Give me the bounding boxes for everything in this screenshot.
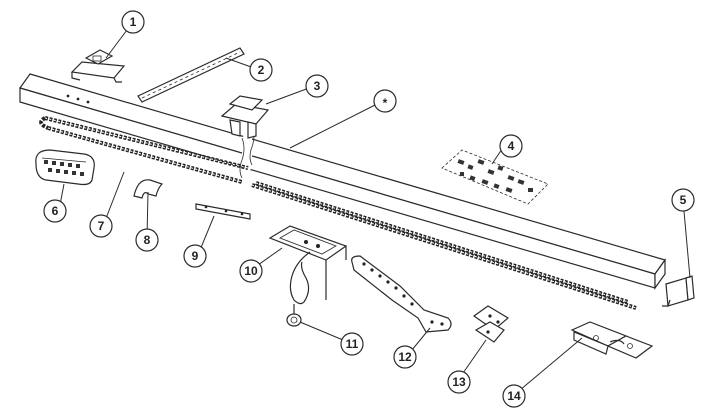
svg-text:2: 2 xyxy=(258,63,265,77)
part-9-slotted-bar xyxy=(195,203,251,220)
svg-text:9: 9 xyxy=(192,249,199,263)
callout-star: * xyxy=(373,89,397,113)
svg-text:4: 4 xyxy=(508,139,515,153)
svg-text:*: * xyxy=(383,96,388,110)
svg-text:1: 1 xyxy=(130,15,137,29)
part-1-header-bracket xyxy=(70,49,126,83)
part-6-sprocket-housing xyxy=(35,149,95,186)
part-2-perforated-strap xyxy=(137,47,245,103)
callout-9: 9 xyxy=(183,244,207,268)
svg-text:14: 14 xyxy=(507,389,521,403)
svg-text:11: 11 xyxy=(346,337,359,351)
svg-text:12: 12 xyxy=(398,350,412,364)
svg-text:13: 13 xyxy=(452,375,466,389)
svg-text:8: 8 xyxy=(144,233,151,247)
callout-4: 4 xyxy=(499,134,523,158)
chain xyxy=(39,116,637,310)
rail xyxy=(19,73,666,290)
part-14-chain-connector xyxy=(570,321,654,359)
callout-1: 1 xyxy=(121,10,145,34)
callout-7: 7 xyxy=(89,214,113,238)
svg-text:3: 3 xyxy=(314,79,321,93)
svg-text:7: 7 xyxy=(98,219,105,233)
part-12-door-arm xyxy=(351,255,452,333)
callout-13: 13 xyxy=(447,370,471,394)
part-13-door-bracket xyxy=(472,305,510,343)
part-11-release-cord xyxy=(286,251,311,327)
callout-12: 12 xyxy=(393,345,417,369)
callout-2: 2 xyxy=(249,58,273,82)
callout-5: 5 xyxy=(671,188,695,212)
part-10-carriage xyxy=(268,225,348,300)
svg-text:10: 10 xyxy=(244,264,258,278)
callout-6: 6 xyxy=(43,199,67,223)
callout-11: 11 xyxy=(340,332,364,356)
svg-text:5: 5 xyxy=(680,193,687,207)
part-5-end-bracket xyxy=(662,275,695,307)
part-4-hardware-kit xyxy=(441,149,549,205)
callout-8: 8 xyxy=(135,228,159,252)
svg-text:6: 6 xyxy=(52,204,59,218)
callout-14: 14 xyxy=(502,384,526,408)
callout-10: 10 xyxy=(239,259,263,283)
part-3-trolley xyxy=(220,95,270,139)
part-8-clip xyxy=(133,179,164,199)
callout-3: 3 xyxy=(305,74,329,98)
